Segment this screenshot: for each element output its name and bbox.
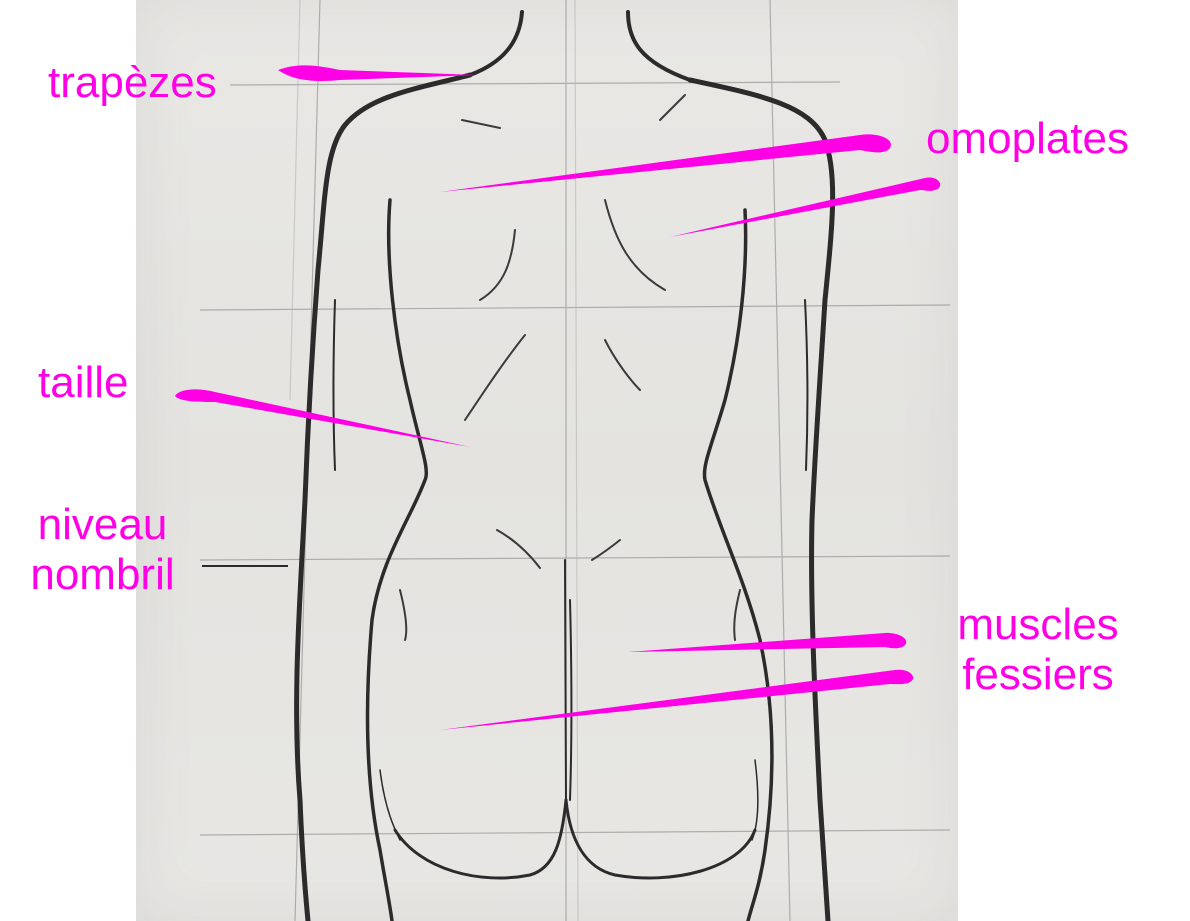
pointer-taille <box>175 389 470 447</box>
pointer-fessiers <box>440 670 913 730</box>
label-muscles: muscles <box>938 600 1138 650</box>
label-niveau-nombril: niveau nombril <box>10 500 195 600</box>
label-omoplates: omoplates <box>926 114 1129 164</box>
pointer-omoplates-left <box>440 134 891 192</box>
label-trapezes: trapèzes <box>48 58 217 108</box>
body-outline <box>297 12 833 921</box>
label-fessiers: fessiers <box>938 650 1138 700</box>
label-nombril: nombril <box>10 550 195 600</box>
pointer-muscles <box>628 633 906 652</box>
pointer-omoplates-right <box>670 178 940 237</box>
label-muscles-fessiers: muscles fessiers <box>938 600 1138 700</box>
pointer-nombril <box>202 565 288 567</box>
label-taille: taille <box>38 358 129 408</box>
label-niveau: niveau <box>10 500 195 550</box>
